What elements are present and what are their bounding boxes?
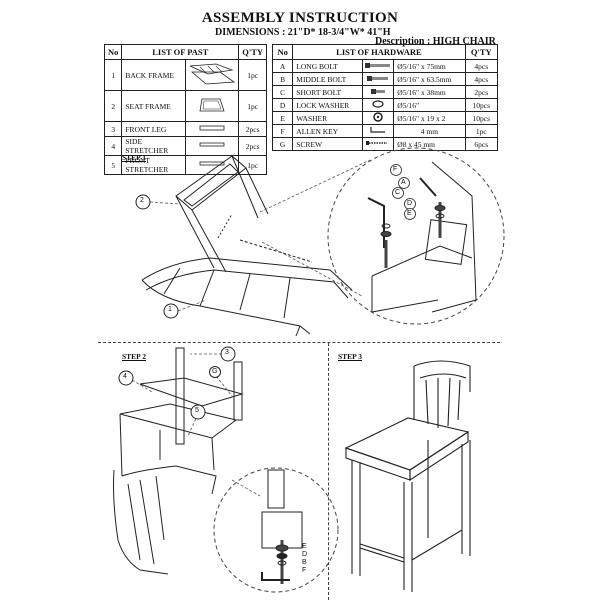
detail-circle: [327, 147, 505, 325]
callout-2: [135, 194, 151, 210]
table-row: E WASHER Ø5/16" x 19 x 2 10pcs: [271, 111, 499, 125]
table-row: 3 FRONT LEG 2pcs: [103, 121, 267, 137]
callout-label: G: [212, 368, 218, 375]
callout-label: 4: [123, 373, 127, 380]
callout-3: [220, 346, 236, 362]
hw-no: G: [271, 137, 294, 151]
hardware-table: No LIST OF HARDWARE Q'TY A LONG BOLT Ø5/…: [271, 44, 499, 151]
hw-qty: 6pcs: [464, 137, 499, 151]
callout-label: D: [407, 200, 413, 207]
callout-label: C: [395, 189, 401, 196]
callout-label: 2: [140, 197, 144, 204]
table-row: D LOCK WASHER Ø5/16" 10pcs: [271, 98, 499, 112]
table-row: A LONG BOLT Ø5/16" x 75mm 4pcs: [271, 59, 499, 73]
callout-label: A: [401, 179, 406, 186]
seat-frame-icon: [185, 90, 240, 122]
hw-name: SCREW: [292, 137, 364, 151]
step1-callout-lines: [149, 159, 371, 312]
step2-chair-drawing: [113, 347, 244, 575]
step1-chair-drawing: [141, 155, 353, 337]
callout-label: 3: [225, 349, 229, 356]
callout-label: 1: [168, 306, 172, 313]
callout-label: D: [302, 551, 308, 558]
table-row: 2 SEAT FRAME 1pc: [103, 90, 267, 122]
callout-label: F: [393, 166, 398, 173]
callout-label: F: [302, 567, 307, 574]
table-row: 1 BACK FRAME 1pc: [103, 59, 267, 91]
step3-label: STEP 3: [338, 352, 362, 361]
hw-qty: 2pcs: [464, 85, 499, 99]
back-frame-icon: [185, 59, 240, 91]
step3-chair-drawing: [344, 360, 471, 592]
part-no: 5: [103, 155, 123, 175]
part-name: SEAT FRAME: [121, 90, 187, 122]
step1-letter-callouts: [390, 164, 416, 220]
callout-label: E: [407, 210, 412, 217]
table-row: 4 SIDE STRETCHER 2pcs: [103, 136, 267, 156]
description-text: Description : HIGH CHAIR: [375, 36, 496, 47]
step2-detail-circle: [213, 467, 339, 593]
step1-label: STEP 1: [122, 153, 146, 162]
step2-detail-drawing: [261, 469, 303, 584]
parts-table: No LIST OF PAST Q'TY 1 BACK FRAME 1pc 2 …: [103, 44, 267, 175]
screw-icon: [362, 137, 395, 151]
callout-1: [163, 303, 179, 319]
callout-5: [190, 404, 206, 420]
table-row: 5 FRONT STRETCHER 1pc: [103, 155, 267, 175]
divider-horizontal: [98, 342, 500, 343]
table-row: G SCREW Ø8 x 45 mm 6pcs: [271, 137, 499, 151]
part-name: FRONT STRETCHER: [121, 155, 187, 175]
divider-vertical: [328, 343, 329, 600]
step2-label: STEP 2: [122, 352, 146, 361]
callout-4: [118, 370, 134, 386]
part-qty: 1pc: [238, 155, 267, 175]
callout-label: B: [302, 559, 307, 566]
dimensions-text: DIMENSIONS : 21"D* 18-3/4"W* 41"H: [215, 27, 391, 38]
hw-size: Ø8 x 45 mm: [393, 137, 466, 151]
step1-detail-drawing: [367, 161, 477, 313]
callout-g: [209, 366, 221, 378]
step2-callout-lines: [131, 353, 261, 497]
hw-no: A: [271, 59, 294, 73]
callout-label: 5: [195, 407, 199, 414]
callout-label: E: [302, 543, 307, 550]
page-title: ASSEMBLY INSTRUCTION: [201, 10, 399, 26]
part-no: 2: [103, 90, 123, 122]
